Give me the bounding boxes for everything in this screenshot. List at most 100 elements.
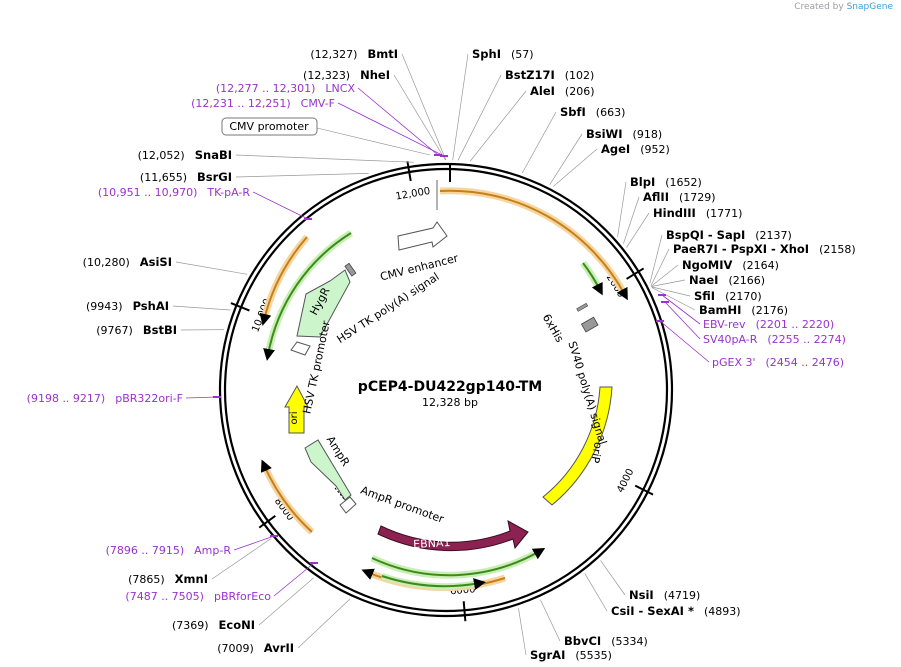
enzyme-leader [651,279,686,287]
enzyme-position: (12,052) [138,149,185,162]
enzyme-position: (7865) [128,573,165,586]
enzyme-position: (11,655) [140,171,187,184]
primer-name: pBRforEco [214,590,271,603]
enzyme-site-nsii: NsiI(4719) [629,588,700,602]
enzyme-site-blpi: BlpI (1652) [630,175,702,189]
enzyme-position: (1771) [706,207,743,220]
cmv-enhancer-label: CMV enhancer [379,252,460,284]
primer-range: (7896 .. 7915) [106,544,185,557]
primer-sv40pa-r: SV40pA-R(2255 .. 2274) [703,333,846,346]
ori-arrow [284,384,309,434]
enzyme-site-bstbi: BstBI(9767) [96,323,177,337]
primer-name: LNCX [325,82,355,95]
enzyme-site-csii-sexai: CsiI - SexAI *(4893) [611,604,741,618]
scale-tick [230,302,250,312]
enzyme-name: NgoMIV [682,258,732,272]
enzyme-position: (952) [640,143,670,156]
primer-mark [440,155,448,157]
orip-label: oriP [588,441,605,464]
plasmid-name: pCEP4-DU422gp140-TM [358,379,542,395]
primer-layer: LNCX(12,277 .. 12,301)CMV-F(12,231 .. 12… [27,82,846,603]
cmv-promoter-leader [316,127,431,156]
primer-name: CMV-F [301,97,335,110]
primer-leader [659,320,710,363]
enzyme-leader [518,608,527,656]
enzyme-leader [172,305,231,311]
enzyme-position: (2166) [728,274,765,287]
orf-arc-lower-left-core [260,459,313,533]
enzyme-leader [297,598,351,649]
scale-tick [634,484,654,496]
primer-range: (2454 .. 2476) [766,356,845,369]
enzyme-position: (206) [565,85,595,98]
orf-arc-green-right-core [582,262,603,296]
enzyme-layer: BmtI(12,327)NheI(12,323)SphI(57)BstZ17I(… [83,47,856,662]
primer-mark [270,535,278,537]
enzyme-name: PaeR7I - PspXI - XhoI [673,242,809,256]
enzyme-site-bspqi-sapi: BspQI - SapI(2137) [666,228,792,242]
orf-arc-green-bottom-core [371,548,546,577]
enzyme-leader [401,53,447,161]
primer-name: Amp-R [194,544,231,557]
enzyme-name: BstBI [143,323,177,337]
enzyme-leader [457,74,502,161]
enzyme-leader [584,573,608,612]
enzyme-site-nhei: NheI(12,323) [303,68,390,82]
scale-tick-label: 12,000 [395,186,431,203]
enzyme-position: (2137) [755,229,792,242]
enzyme-position: (10,280) [83,256,130,269]
ampr-promoter-arrow [339,496,357,514]
cmv-promoter-label: CMV promoter [229,120,309,133]
enzyme-leader [175,261,248,275]
scale-tick [258,514,276,529]
enzyme-position: (1652) [665,176,702,189]
enzyme-site-paer7i-pspxi-xhoi: PaeR7I - PspXI - XhoI(2158) [673,242,856,256]
snapgene-watermark: Created by SnapGene [794,2,893,12]
enzyme-site-bbvci: BbvCI(5334) [564,634,648,648]
enzyme-site-xmni: XmnI(7865) [128,572,208,586]
enzyme-name: BmtI [367,47,398,61]
primer-cmv-f: CMV-F(12,231 .. 12,251) [191,97,335,110]
enzyme-name: PshAI [133,299,169,313]
cmv-promoter-box [221,117,318,136]
enzyme-site-sbfi: SbfI(663) [560,105,625,119]
primer-name: pGEX 3' [712,356,756,369]
primer-leader [233,535,275,551]
enzyme-site-bsiwi: BsiWI(918) [586,127,662,141]
enzyme-site-bmti: BmtI(12,327) [310,47,398,61]
enzyme-position: (57) [511,48,534,61]
primer-mark [661,301,669,303]
enzyme-site-sfii: SfiI(2170) [694,289,762,303]
plasmid-size: 12,328 bp [422,396,478,409]
orf-layer [259,187,629,592]
enzyme-name: CsiI - SexAI * [611,604,694,618]
primer-name: EBV-rev [703,318,746,331]
enzyme-site-bamhi: BamHI(2176) [699,303,788,317]
enzyme-name: NaeI [689,273,718,287]
enzyme-position: (663) [596,106,626,119]
enzyme-name: SgrAI [530,648,565,662]
watermark-brand: SnapGene [846,2,893,12]
orf-arc-top-core [439,189,628,301]
primer-leader [661,294,701,325]
primer-pbrforeco: pBRforEco(7487 .. 7505) [125,590,271,603]
primer-leader [337,102,445,157]
enzyme-leader [626,212,650,248]
enzyme-site-econi: EcoNI(7369) [172,618,255,632]
enzyme-leader [617,181,627,237]
enzyme-site-agei: AgeI(952) [601,142,670,156]
enzyme-name: AsiSI [140,255,172,269]
enzyme-name: AflII [643,190,669,204]
ebna1-label: EBNA1 [413,536,451,551]
enzyme-leader [452,53,469,161]
enzyme-site-pshai: PshAI(9943) [86,299,169,313]
primer-ebv-rev: EBV-rev(2201 .. 2220) [703,318,834,331]
enzyme-site-hindiii: HindIII(1771) [653,206,742,220]
enzyme-name: SfiI [694,289,715,303]
enzyme-site-ngomiv: NgoMIV(2164) [682,258,779,272]
enzyme-position: (918) [633,128,663,141]
enzyme-name: BlpI [630,175,655,189]
primer-name: SV40pA-R [703,333,758,346]
primer-name: TK-pA-R [206,186,250,199]
